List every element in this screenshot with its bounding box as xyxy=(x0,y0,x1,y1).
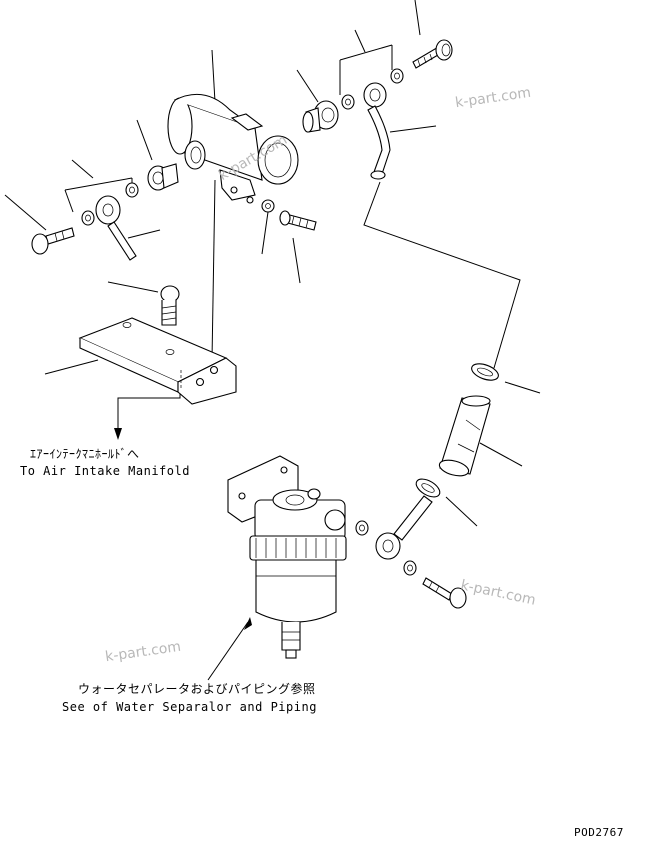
banjo-bolt-upper xyxy=(412,39,453,69)
hose-clamp-lower xyxy=(438,459,470,477)
washer-upper-2 xyxy=(341,94,355,110)
washer-left-2 xyxy=(81,210,95,226)
washer-lower-2 xyxy=(403,560,417,576)
washer-upper-1 xyxy=(390,68,404,84)
rubber-hose xyxy=(439,395,491,475)
bolt-mid xyxy=(279,210,317,231)
banjo-bolt-left xyxy=(31,227,75,255)
hose-clamp-upper xyxy=(471,363,499,381)
washer-lower-1 xyxy=(355,520,369,536)
drawing-number: POD2767 xyxy=(574,826,624,839)
banjo-fitting-left xyxy=(95,195,137,261)
water-separator-label-jp: ウォータセパレータおよびパイピング参照 xyxy=(78,682,316,696)
hose-clamp-fitting xyxy=(415,478,441,498)
leader-lines xyxy=(4,0,541,681)
washer-small-mid xyxy=(261,199,275,213)
fuel-pipe-route xyxy=(363,181,521,369)
nipple-fitting xyxy=(302,100,339,133)
water-separator xyxy=(227,455,347,659)
banjo-bolt-lower xyxy=(422,577,467,609)
filter-body xyxy=(167,93,299,204)
plug-fitting xyxy=(147,163,179,191)
banjo-fitting-pipe xyxy=(363,82,391,180)
washer-left-1 xyxy=(125,182,139,198)
mounting-bracket xyxy=(78,317,237,405)
bracket-bolt xyxy=(160,285,180,326)
banjo-fitting-lower xyxy=(375,495,433,560)
air-intake-label-jp: ｴｱｰｲﾝﾃｰｸﾏﾆﾎｰﾙﾄﾞへ xyxy=(30,447,140,461)
water-separator-label-en: See of Water Separalor and Piping xyxy=(62,700,317,714)
air-intake-label-en: To Air Intake Manifold xyxy=(20,464,190,478)
